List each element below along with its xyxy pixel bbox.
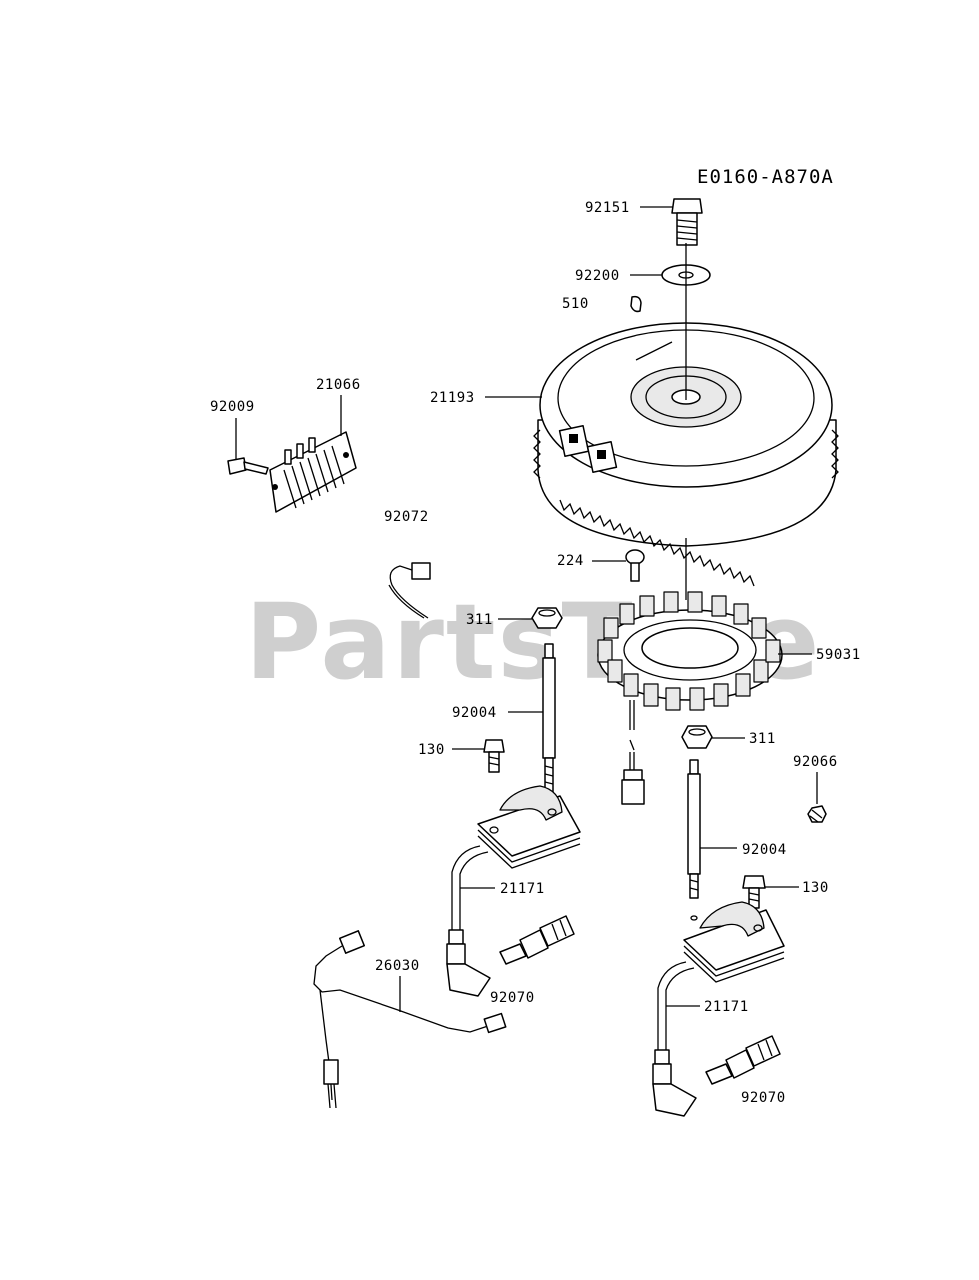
key-510[interactable] xyxy=(630,295,642,313)
lead-wire-26030[interactable] xyxy=(313,930,507,1109)
regulator-21066[interactable] xyxy=(269,431,357,513)
label-92151: 92151 xyxy=(585,200,630,216)
label-311-lower: 311 xyxy=(749,731,776,747)
label-130-left: 130 xyxy=(418,742,445,758)
label-311-upper: 311 xyxy=(466,612,493,628)
label-92070-right: 92070 xyxy=(741,1090,786,1106)
ignition-coil-21171-right[interactable] xyxy=(652,901,785,1117)
label-224: 224 xyxy=(557,553,584,569)
label-21066: 21066 xyxy=(316,377,361,393)
flywheel-21193[interactable] xyxy=(533,322,839,587)
label-92070-left: 92070 xyxy=(490,990,535,1006)
stud-92004-right[interactable] xyxy=(687,759,701,921)
label-92004-right: 92004 xyxy=(742,842,787,858)
label-21171-right: 21171 xyxy=(704,999,749,1015)
nut-92066[interactable] xyxy=(807,805,827,823)
bolt-130-right[interactable] xyxy=(742,875,766,909)
label-59031: 59031 xyxy=(816,647,861,663)
label-21171-left: 21171 xyxy=(500,881,545,897)
label-21193: 21193 xyxy=(430,390,475,406)
stud-92004-left[interactable] xyxy=(542,643,556,799)
label-92004-left: 92004 xyxy=(452,705,497,721)
screw-224[interactable] xyxy=(625,549,645,582)
label-510: 510 xyxy=(562,296,589,312)
nut-311-upper[interactable] xyxy=(531,607,563,629)
label-92072: 92072 xyxy=(384,509,429,525)
bolt-92151[interactable] xyxy=(671,198,703,246)
screw-92009[interactable] xyxy=(227,457,269,475)
label-26030: 26030 xyxy=(375,958,420,974)
band-92072[interactable] xyxy=(388,562,431,619)
diagram-code: E0160-A870A xyxy=(697,166,834,188)
ignition-coil-21171-left[interactable] xyxy=(446,785,581,997)
label-92009: 92009 xyxy=(210,399,255,415)
nut-311-lower[interactable] xyxy=(681,725,713,749)
bolt-130-left[interactable] xyxy=(483,739,505,773)
spark-plug-92070-right[interactable] xyxy=(705,1035,781,1085)
spark-plug-92070-left[interactable] xyxy=(499,915,575,965)
stator-59031[interactable] xyxy=(597,591,783,805)
label-130-right: 130 xyxy=(802,880,829,896)
label-92066: 92066 xyxy=(793,754,838,770)
label-92200: 92200 xyxy=(575,268,620,284)
